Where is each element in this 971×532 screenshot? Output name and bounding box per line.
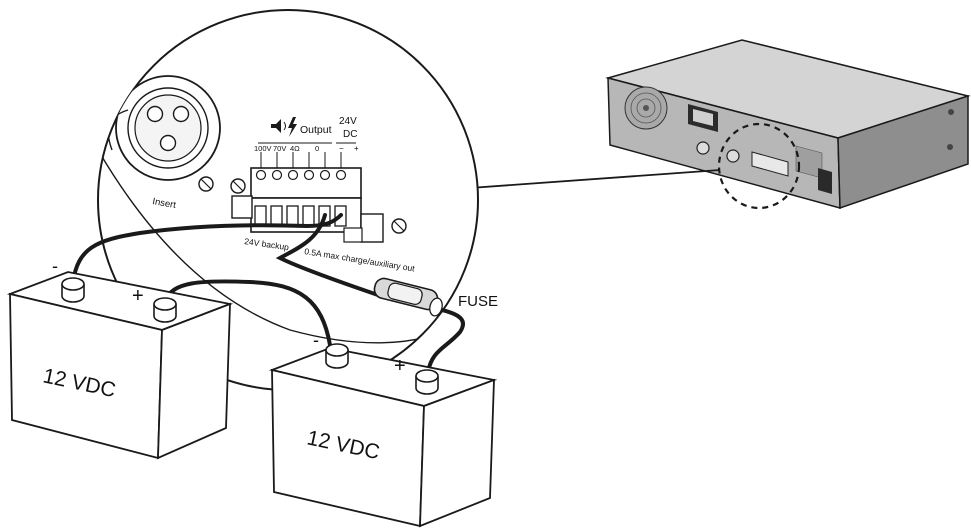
zoom-highlight-ellipse <box>717 122 801 210</box>
zoom-leader-line <box>469 169 721 189</box>
fan-grill-icon <box>624 86 668 130</box>
24v-label: 24V <box>339 116 357 127</box>
battery-2: - + 12 VDC <box>268 330 498 528</box>
terminal-plus-label: + <box>354 144 359 153</box>
battery-terminal-negative-icon <box>325 343 349 369</box>
wire-positive-to-fuse <box>275 213 380 297</box>
xlr-insert-connector-icon <box>107 75 221 181</box>
rating-label-plate <box>688 104 718 132</box>
terminal-100v-label: 100V <box>254 144 272 153</box>
terminal-block-icon <box>751 151 789 177</box>
screw-icon <box>947 144 953 150</box>
rack-amplifier-device <box>605 39 971 210</box>
terminal-4ohm-label: 4Ω <box>290 144 300 153</box>
terminal-minus-label: − <box>339 144 344 153</box>
battery-2-side <box>419 378 495 528</box>
output-label: Output <box>300 124 332 136</box>
xlr-socket-icon <box>696 141 710 155</box>
screw-icon <box>948 109 954 115</box>
dc-label: DC <box>343 129 357 140</box>
inline-fuse-icon <box>373 277 443 317</box>
insert-label: Insert <box>151 196 177 211</box>
screw-icon <box>198 176 214 192</box>
battery-1: - + 12 VDC <box>6 256 234 460</box>
battery-1-side <box>157 302 231 460</box>
speaker-icon <box>271 119 286 133</box>
terminal-0-label: 0 <box>315 144 319 153</box>
device-side-face <box>837 94 969 210</box>
panel-edge-arc <box>98 149 471 344</box>
battery-terminal-positive-icon <box>153 297 177 323</box>
battery-2-negative-sign: - <box>313 330 319 350</box>
power-inlet-icon <box>818 168 832 194</box>
battery-1-positive-sign: + <box>132 285 144 307</box>
fuse-label: FUSE <box>458 293 498 310</box>
wire-fuse-to-positive <box>426 307 465 374</box>
battery-1-negative-sign: - <box>52 256 58 276</box>
battery-terminal-negative-icon <box>61 277 85 303</box>
xlr-socket-icon <box>726 149 740 163</box>
screw-icon <box>230 178 246 194</box>
terminal-screw-icon <box>255 169 347 181</box>
screw-icon <box>391 218 407 234</box>
hazard-lightning-icon <box>288 117 297 137</box>
wire-battery-interconnect <box>164 279 332 347</box>
battery-2-positive-sign: + <box>394 355 406 377</box>
wiring <box>71 213 465 374</box>
battery-terminal-positive-icon <box>415 369 439 395</box>
terminal-70v-label: 70V <box>273 144 286 153</box>
